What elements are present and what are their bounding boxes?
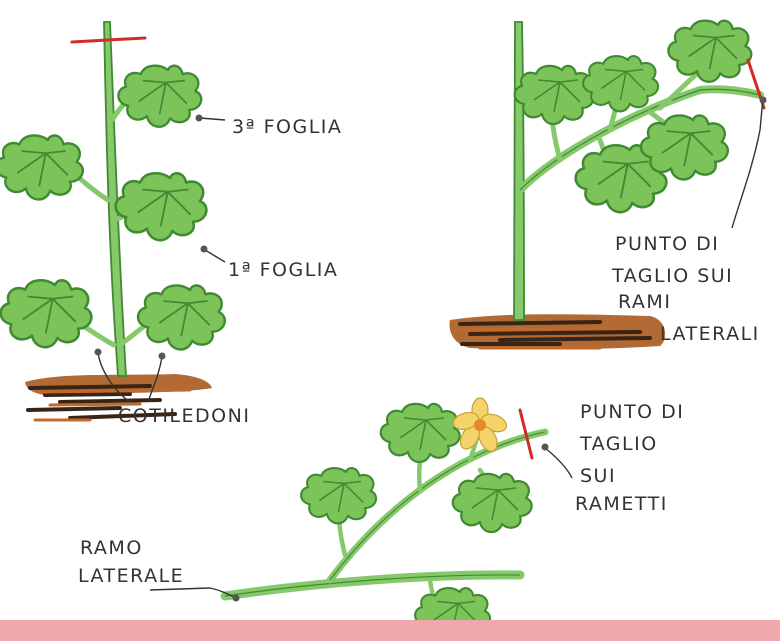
svg-text:PUNTO DI: PUNTO DI bbox=[615, 233, 719, 255]
bottom-main-branch bbox=[225, 575, 520, 596]
left-cotyledon-left bbox=[1, 280, 92, 347]
right-leaf-e bbox=[641, 115, 728, 179]
pointer-dot-lateral-branch bbox=[233, 595, 240, 602]
bottom-leaf-b bbox=[381, 404, 460, 462]
pointer-dot-cut-twigs bbox=[542, 444, 549, 451]
label-leaf1: 1ª FOGLIA bbox=[228, 259, 338, 281]
svg-text:RAMETTI: RAMETTI bbox=[575, 493, 668, 515]
right-leaf-a bbox=[515, 66, 594, 124]
svg-text:SUI: SUI bbox=[580, 465, 616, 487]
svg-text:RAMI: RAMI bbox=[618, 291, 671, 313]
bottom-band bbox=[0, 620, 780, 641]
right-main-stem bbox=[514, 22, 524, 320]
label-leaf3: 3ª FOGLIA bbox=[232, 116, 342, 138]
svg-text:LATERALI: LATERALI bbox=[660, 323, 760, 345]
right-leaf-c bbox=[668, 21, 751, 82]
svg-text:LATERALE: LATERALE bbox=[78, 565, 184, 587]
label-lateral-branch: RAMO LATERALE bbox=[78, 537, 184, 587]
svg-text:RAMO: RAMO bbox=[80, 537, 143, 559]
pointer-dot-leaf1 bbox=[201, 246, 208, 253]
right-soil bbox=[450, 314, 666, 349]
left-plant: 3ª FOGLIA 1ª FOGLIA COTILEDONI bbox=[0, 22, 342, 427]
left-leaf-1 bbox=[116, 173, 207, 240]
label-cut-twigs: PUNTO DI TAGLIO SUI RAMETTI bbox=[575, 401, 684, 515]
svg-text:TAGLIO: TAGLIO bbox=[579, 433, 658, 455]
pointer-dot-cotyledon-left bbox=[95, 349, 102, 356]
svg-text:PUNTO DI: PUNTO DI bbox=[580, 401, 684, 423]
bottom-leaf-c bbox=[453, 474, 532, 532]
left-top-cut-mark bbox=[72, 38, 145, 42]
pointer-dot-leaf3 bbox=[196, 115, 203, 122]
svg-text:TAGLIO SUI: TAGLIO SUI bbox=[611, 265, 733, 287]
pointer-dot-cut-lateral bbox=[760, 97, 767, 104]
bottom-branch: PUNTO DI TAGLIO SUI RAMETTI RAMO LATERAL… bbox=[78, 398, 684, 641]
label-cotyledons: COTILEDONI bbox=[118, 405, 250, 427]
right-leaf-b bbox=[583, 56, 658, 111]
right-plant: PUNTO DI TAGLIO SUI RAMI LATERALI bbox=[450, 21, 767, 350]
left-leaf-3 bbox=[118, 66, 201, 127]
left-leaf-2 bbox=[0, 135, 83, 199]
left-cotyledon-right bbox=[138, 285, 225, 349]
bottom-leaf-a bbox=[301, 468, 376, 523]
pointer-dot-cotyledon-right bbox=[159, 353, 166, 360]
